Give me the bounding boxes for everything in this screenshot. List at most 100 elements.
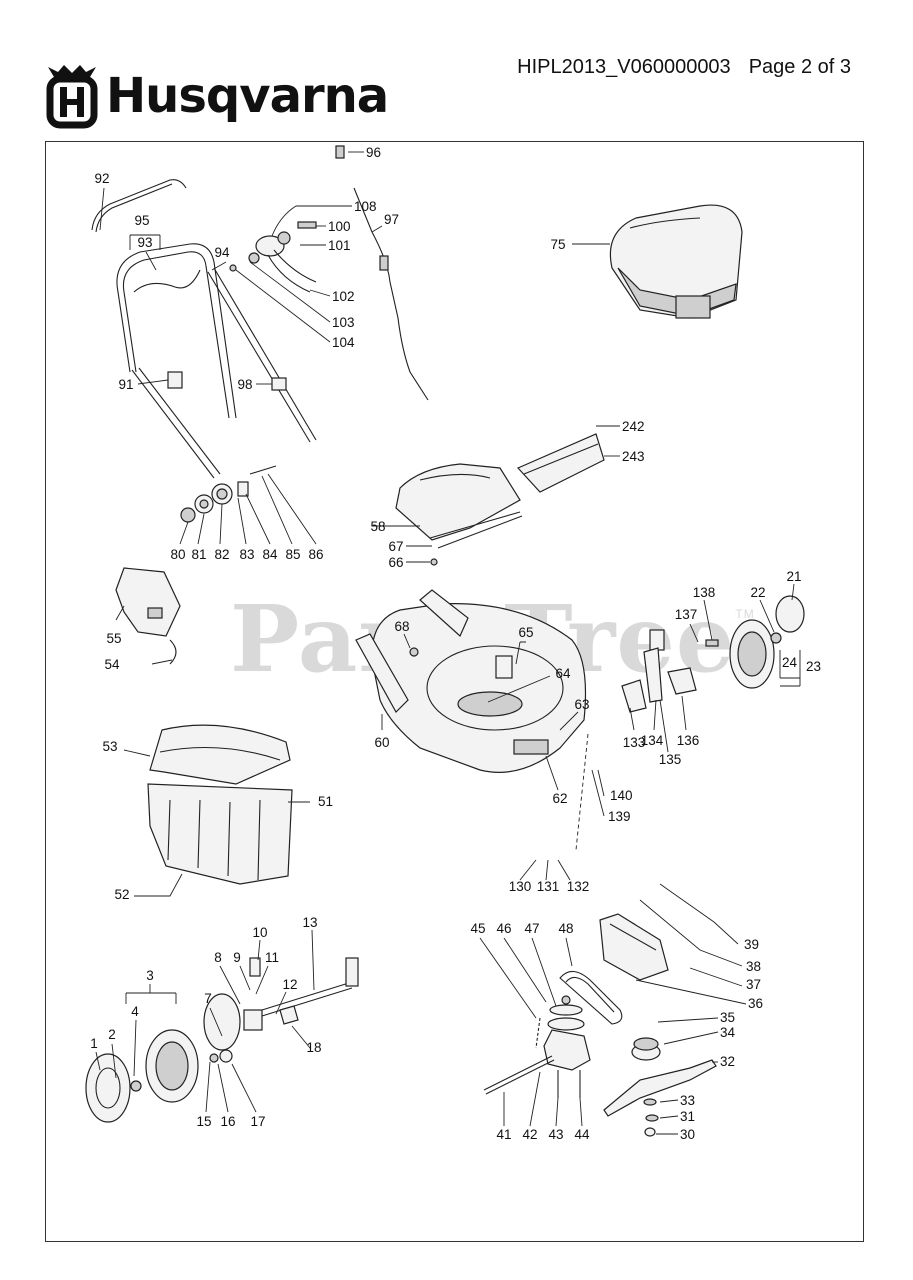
callout-8: 8 <box>214 950 222 965</box>
cable-clip-92 <box>91 179 187 233</box>
callout-91: 91 <box>118 377 133 392</box>
husqvarna-crown-h-icon <box>46 65 98 129</box>
callout-10: 10 <box>252 925 267 940</box>
gearbox-assembly <box>483 995 591 1098</box>
callout-97: 97 <box>384 212 399 227</box>
callout-38: 38 <box>746 959 761 974</box>
callout-135: 135 <box>659 752 682 767</box>
callout-131: 131 <box>537 879 560 894</box>
page-indicator: Page 2 of 3 <box>748 56 851 78</box>
callout-21: 21 <box>786 569 801 584</box>
callout-23: 23 <box>806 659 821 674</box>
callout-16: 16 <box>220 1114 235 1129</box>
callout-1: 1 <box>90 1036 98 1051</box>
engine-75 <box>609 204 743 319</box>
callout-51: 51 <box>318 794 333 809</box>
callout-3: 3 <box>146 968 154 983</box>
callout-93: 93 <box>137 235 152 250</box>
callout-13: 13 <box>302 915 317 930</box>
callout-95: 95 <box>134 213 149 228</box>
callout-60: 60 <box>374 735 389 750</box>
callout-44: 44 <box>574 1127 590 1142</box>
callout-75: 75 <box>550 237 565 252</box>
callout-102: 102 <box>332 289 355 304</box>
callout-100: 100 <box>328 219 351 234</box>
callout-18: 18 <box>306 1040 321 1055</box>
callout-139: 139 <box>608 809 631 824</box>
mower-deck <box>355 589 587 773</box>
callout-58: 58 <box>370 519 385 534</box>
callout-34: 34 <box>720 1025 736 1040</box>
callout-35: 35 <box>720 1010 735 1025</box>
callout-92: 92 <box>94 171 109 186</box>
callout-62: 62 <box>552 791 567 806</box>
callout-101: 101 <box>328 238 351 253</box>
callout-4: 4 <box>131 1004 139 1019</box>
callout-82: 82 <box>214 547 229 562</box>
callout-33: 33 <box>680 1093 695 1108</box>
callout-46: 46 <box>496 921 511 936</box>
callout-108: 108 <box>354 199 377 214</box>
grass-bag-frame <box>149 724 291 785</box>
callout-53: 53 <box>102 739 117 754</box>
rear-cover-58 <box>395 463 521 541</box>
callout-96: 96 <box>366 145 381 160</box>
callout-7: 7 <box>204 991 212 1006</box>
callout-52: 52 <box>114 887 129 902</box>
diagram-frame <box>45 141 864 1242</box>
washer-2 <box>130 1080 142 1092</box>
husqvarna-logo: Husqvarna <box>44 60 389 132</box>
grass-bag-52 <box>147 783 293 885</box>
callout-47: 47 <box>524 921 539 936</box>
callout-labels: 96 92 108 100 97 95 93 101 94 75 102 103… <box>90 145 821 1142</box>
callout-32: 32 <box>720 1054 735 1069</box>
callout-80: 80 <box>170 547 185 562</box>
callout-83: 83 <box>239 547 254 562</box>
callout-136: 136 <box>677 733 700 748</box>
callout-36: 36 <box>748 996 763 1011</box>
callout-54: 54 <box>104 657 120 672</box>
callout-134: 134 <box>641 733 664 748</box>
callout-24: 24 <box>782 655 798 670</box>
document-id: HIPL2013_V060000003 <box>517 56 731 78</box>
callout-103: 103 <box>332 315 355 330</box>
callout-45: 45 <box>470 921 485 936</box>
callout-243: 243 <box>622 449 645 464</box>
callout-81: 81 <box>191 547 206 562</box>
callout-55: 55 <box>106 631 121 646</box>
brand-name: Husqvarna <box>106 68 389 124</box>
handle-knob-assembly <box>180 465 277 523</box>
callout-12: 12 <box>282 977 297 992</box>
callout-140: 140 <box>610 788 633 803</box>
callout-133: 133 <box>623 735 646 750</box>
callout-30: 30 <box>680 1127 695 1142</box>
callout-85: 85 <box>285 547 300 562</box>
callout-42: 42 <box>522 1127 537 1142</box>
callout-98: 98 <box>237 377 252 392</box>
callout-9: 9 <box>233 950 241 965</box>
rear-flap-55 <box>115 567 181 665</box>
callout-137: 137 <box>675 607 698 622</box>
hubcap-1 <box>85 1053 131 1123</box>
callout-68: 68 <box>394 619 409 634</box>
document-header: HIPL2013_V060000003 Page 2 of 3 <box>517 56 851 79</box>
callout-66: 66 <box>388 555 403 570</box>
callout-48: 48 <box>558 921 573 936</box>
callout-130: 130 <box>509 879 532 894</box>
callout-132: 132 <box>567 879 590 894</box>
rod-67 <box>430 515 523 566</box>
callout-41: 41 <box>496 1127 511 1142</box>
callout-31: 31 <box>680 1109 695 1124</box>
callout-64: 64 <box>555 666 571 681</box>
rear-wheel-23 <box>729 595 805 689</box>
front-axle-13 <box>203 957 359 1063</box>
callout-43: 43 <box>548 1127 563 1142</box>
callout-15: 15 <box>196 1114 211 1129</box>
front-wheel-3 <box>145 1029 199 1103</box>
callout-17: 17 <box>250 1114 265 1129</box>
control-lever <box>133 269 201 293</box>
brake-cable-97 <box>335 145 429 401</box>
callout-63: 63 <box>574 697 589 712</box>
callout-2: 2 <box>108 1027 116 1042</box>
